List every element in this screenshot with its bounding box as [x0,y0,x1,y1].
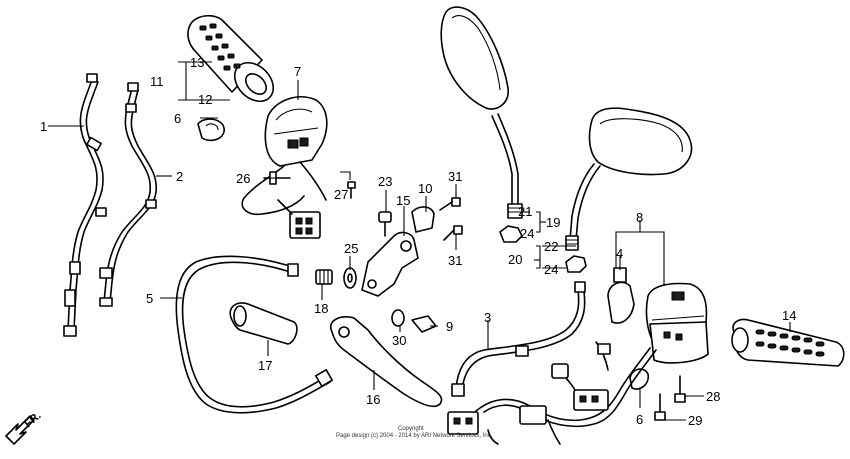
nut-24-right [565,255,587,273]
callout-3: 3 [484,310,491,325]
washer-25 [343,267,357,289]
callout-17: 17 [258,358,272,373]
callout-22: 22 [544,239,558,254]
callout-18: 18 [314,301,328,316]
lever-part-4 [607,267,635,324]
clutch-lever-16 [329,316,443,408]
leader-lines [48,61,791,421]
callout-15: 15 [396,193,410,208]
screw-28 [674,375,686,403]
copyright-notice: Copyright Page design (c) 2004 - 2014 by… [336,426,493,439]
callout-6-right: 6 [636,412,643,427]
callout-2: 2 [176,169,183,184]
grip-17 [229,302,298,345]
copyright-line-2: Page design (c) 2004 - 2014 by ARI Netwo… [336,433,493,439]
screw-27 [347,181,356,199]
callout-24-upper: 24 [520,226,534,241]
callout-31-upper: 31 [448,169,462,184]
mirror-left [440,6,523,219]
clamp-6-left [197,118,225,142]
bushing-30 [391,309,405,327]
callout-30: 30 [392,333,406,348]
clutch-cable-5 [175,255,333,414]
callout-labels: 1 2 3 4 5 6 6 7 8 9 10 11 12 13 14 15 16… [40,55,796,428]
switch-9 [411,315,437,333]
callout-10: 10 [418,181,432,196]
screw-29 [654,393,666,421]
callout-16: 16 [366,392,380,407]
callout-4: 4 [616,246,623,261]
callout-24-lower: 24 [544,262,558,277]
callout-27: 27 [334,187,348,202]
nut-24-left [499,225,523,243]
callout-12: 12 [198,92,212,107]
grip-14 [731,318,845,367]
clamp-6-right [629,368,650,390]
callout-13: 13 [190,55,204,70]
callout-29: 29 [688,413,702,428]
callout-7: 7 [294,64,301,79]
screw-31-upper [439,197,461,211]
switch-housing-7 [241,96,328,239]
callout-1: 1 [40,119,47,134]
callout-26: 26 [236,171,250,186]
wiring-harness [447,341,657,445]
front-direction-arrow: FR. [5,410,44,445]
screw-31-lower [443,225,463,241]
cable-3 [451,281,586,397]
callout-6-left: 6 [174,111,181,126]
throttle-cable-1 [63,73,107,337]
callout-9: 9 [446,319,453,334]
callout-20: 20 [508,252,522,267]
callout-8: 8 [636,210,643,225]
copyright-line-1: Copyright [398,426,424,432]
mirror-right [565,107,693,251]
throttle-grip-13 [187,14,275,103]
callout-25: 25 [344,241,358,256]
callout-23: 23 [378,174,392,189]
callout-31-lower: 31 [448,253,462,268]
callout-19: 19 [546,215,560,230]
callout-28: 28 [706,389,720,404]
adjuster-18 [315,269,333,285]
throttle-cable-2 [99,82,158,307]
callout-5: 5 [146,291,153,306]
lever-bracket-15 [361,206,435,297]
screw-23 [378,211,392,237]
callout-21: 21 [518,204,532,219]
callout-11: 11 [150,74,164,89]
callout-14: 14 [782,308,796,323]
